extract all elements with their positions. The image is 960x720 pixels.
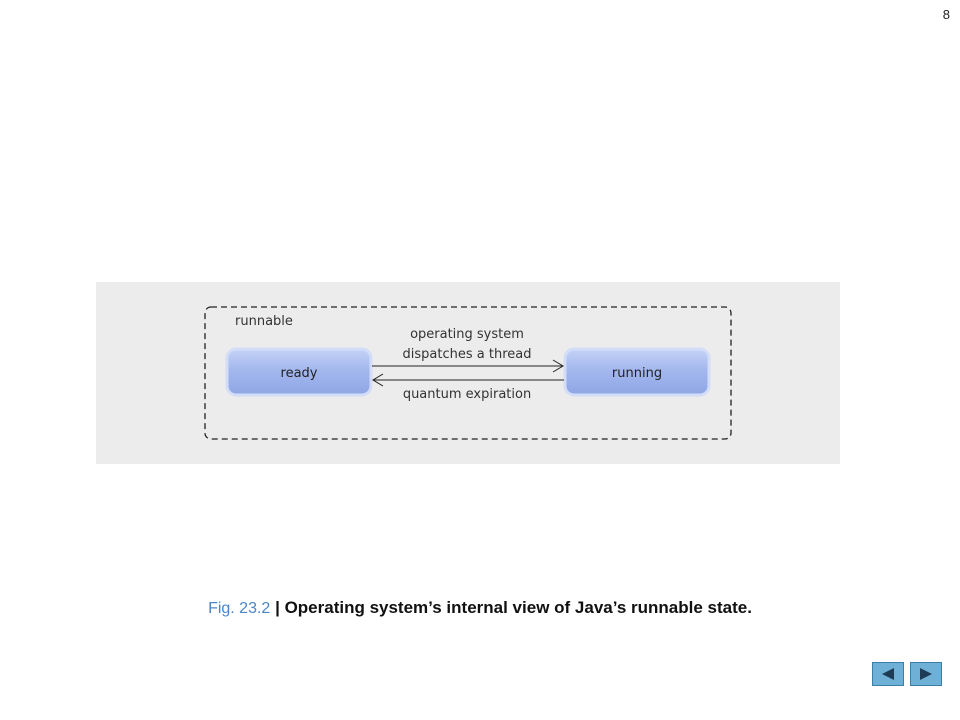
dispatch-label-line1: operating system (410, 327, 524, 342)
dispatch-label-line2: dispatches a thread (403, 347, 532, 362)
next-slide-button[interactable] (910, 662, 942, 686)
figure-number: Fig. 23.2 (208, 600, 271, 617)
arrow-dispatch (372, 359, 564, 373)
previous-slide-button[interactable] (872, 662, 904, 686)
triangle-left-icon (882, 668, 894, 680)
runnable-label: runnable (235, 314, 293, 329)
slide-navigation (872, 662, 942, 686)
runnable-container (204, 306, 732, 440)
figure-panel: runnable ready running operating system … (96, 282, 840, 464)
state-running-label: running (612, 366, 662, 381)
quantum-expiration-label: quantum expiration (403, 387, 531, 402)
state-ready: ready (225, 347, 373, 397)
state-running: running (563, 347, 711, 397)
triangle-right-icon (920, 668, 932, 680)
page-number: 8 (942, 7, 950, 22)
state-diagram: runnable ready running operating system … (204, 306, 732, 440)
state-ready-label: ready (281, 366, 318, 381)
arrow-quantum-expiration (372, 373, 564, 387)
caption-separator: | (275, 598, 280, 617)
caption-text: Operating system’s internal view of Java… (284, 598, 752, 617)
figure-caption: Fig. 23.2 | Operating system’s internal … (0, 598, 960, 618)
